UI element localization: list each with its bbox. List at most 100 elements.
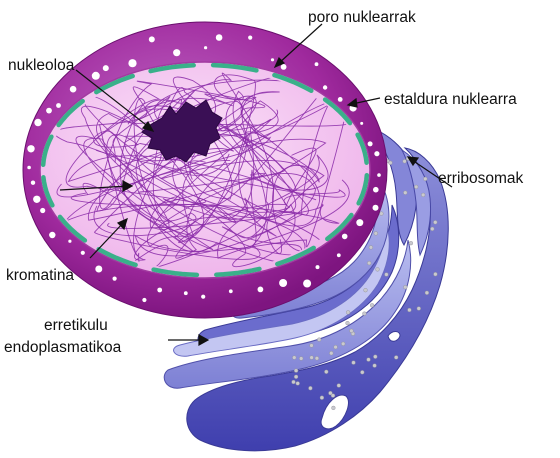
membrane-hole xyxy=(92,72,100,80)
membrane-hole xyxy=(315,62,319,66)
membrane-hole xyxy=(356,219,363,226)
ribosome-dot xyxy=(324,370,328,374)
membrane-hole xyxy=(142,298,146,302)
membrane-hole xyxy=(173,49,180,56)
ribosome-dot xyxy=(299,357,303,361)
membrane-hole xyxy=(316,265,320,269)
label-chromatin: kromatina xyxy=(6,267,74,284)
membrane-hole xyxy=(46,108,52,114)
membrane-hole xyxy=(281,64,287,70)
label-nucleolus: nukleoloa xyxy=(8,57,75,74)
ribosome-dot xyxy=(434,272,438,276)
membrane-hole xyxy=(303,280,311,288)
ribosome-dot xyxy=(403,159,407,163)
ribosome-dot xyxy=(423,177,427,181)
ribosome-dot xyxy=(296,382,300,386)
membrane-hole xyxy=(27,166,31,170)
ribosome-dot xyxy=(394,356,398,360)
ribosome-dot xyxy=(337,384,341,388)
ribosome-dot xyxy=(360,370,364,374)
ribosome-dot xyxy=(389,161,393,165)
ribosome-dot xyxy=(425,291,429,295)
label-ribosomes: erribosomak xyxy=(438,170,524,187)
membrane-hole xyxy=(373,205,379,211)
ribosome-dot xyxy=(373,355,377,359)
label-er-line-1: erretikulu xyxy=(44,317,108,334)
ribosome-dot xyxy=(341,342,345,346)
ribosome-dot xyxy=(414,185,418,189)
ribosome-dot xyxy=(370,303,374,307)
membrane-hole xyxy=(229,289,233,293)
membrane-hole xyxy=(40,208,45,213)
ribosome-dot xyxy=(315,356,319,360)
ribosome-dot xyxy=(352,361,356,365)
ribosome-dot xyxy=(310,344,314,348)
membrane-hole xyxy=(216,34,223,41)
membrane-hole xyxy=(27,145,34,152)
membrane-hole xyxy=(360,122,363,125)
ribosome-dot xyxy=(369,246,373,250)
ribosome-dot xyxy=(346,321,350,325)
ribosome-dot xyxy=(294,369,298,373)
label-nuclear-pore: poro nuklearrak xyxy=(308,9,416,26)
membrane-hole xyxy=(271,58,274,61)
membrane-hole xyxy=(377,173,381,177)
ribosome-dot xyxy=(403,285,407,289)
membrane-hole xyxy=(49,232,55,238)
membrane-hole xyxy=(128,59,136,67)
ribosome-dot xyxy=(329,391,333,395)
membrane-hole xyxy=(56,103,61,108)
ribosome-dot xyxy=(376,268,380,272)
label-nuclear-envelope: estaldura nuklearra xyxy=(384,91,517,108)
ribosome-dot xyxy=(403,191,407,195)
ribosome-dot xyxy=(320,396,324,400)
ribosome-dot xyxy=(417,307,421,311)
ribosome-dot xyxy=(310,356,314,360)
membrane-hole xyxy=(338,97,343,102)
membrane-hole xyxy=(68,240,71,243)
membrane-hole xyxy=(337,253,341,257)
ribosome-dot xyxy=(363,312,367,316)
ribosome-dot xyxy=(350,329,354,333)
ribosome-dot xyxy=(294,375,298,379)
ribosome-dot xyxy=(380,212,384,216)
ribosome-dot xyxy=(385,273,389,277)
nucleus xyxy=(23,22,387,318)
membrane-hole xyxy=(157,288,162,293)
ribosome-dot xyxy=(409,241,413,245)
ribosome-dot xyxy=(367,261,371,265)
ribosome-dot xyxy=(309,386,313,390)
ribosome-dot xyxy=(346,311,350,315)
membrane-hole xyxy=(184,291,188,295)
label-er-line-2: endoplasmatikoa xyxy=(4,339,122,356)
membrane-hole xyxy=(149,36,155,42)
membrane-hole xyxy=(34,119,41,126)
membrane-hole xyxy=(204,46,207,49)
membrane-hole xyxy=(374,151,379,156)
ribosome-dot xyxy=(367,358,371,362)
ribosome-dot xyxy=(374,232,378,236)
ribosome-dot xyxy=(364,288,368,292)
ribosome-dot xyxy=(329,351,333,355)
membrane-hole xyxy=(113,277,117,281)
ribosome-dot xyxy=(373,364,377,368)
membrane-hole xyxy=(342,234,348,240)
membrane-hole xyxy=(81,251,85,255)
membrane-hole xyxy=(248,36,252,40)
membrane-hole xyxy=(31,181,35,185)
membrane-hole xyxy=(201,295,205,299)
ribosome-dot xyxy=(430,227,434,231)
ribosome-dot xyxy=(317,338,321,342)
membrane-hole xyxy=(368,141,373,146)
membrane-hole xyxy=(279,279,287,287)
membrane-hole xyxy=(373,187,379,193)
ribosome-dot xyxy=(408,308,412,312)
membrane-hole xyxy=(70,86,77,93)
ribosome-dot xyxy=(292,356,296,360)
membrane-hole xyxy=(323,85,327,89)
ribosome-dot xyxy=(334,345,338,349)
membrane-hole xyxy=(33,196,40,203)
ribosome-dot xyxy=(433,220,437,224)
membrane-hole xyxy=(95,266,102,273)
